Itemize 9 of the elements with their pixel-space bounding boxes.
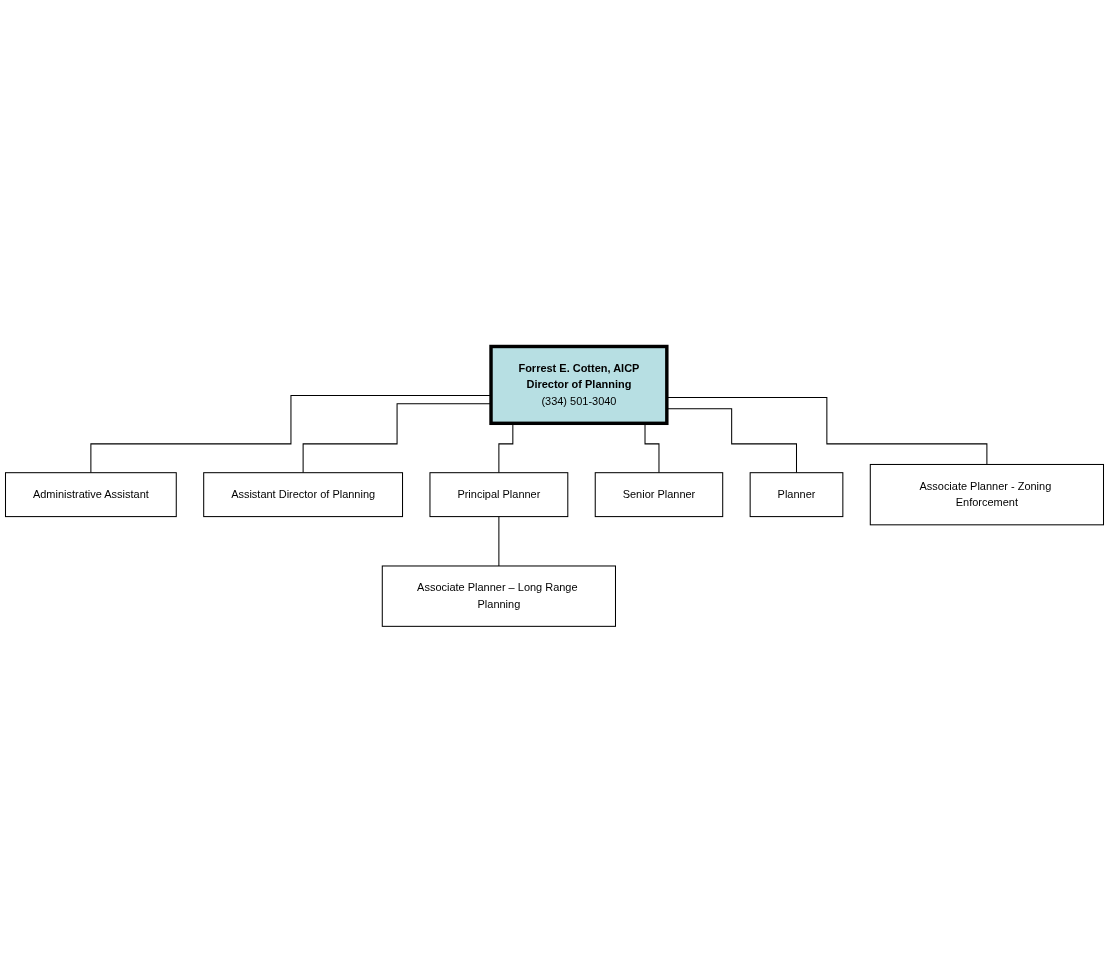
node-box: Senior Planner	[594, 471, 724, 517]
node-box: Forrest E. Cotten, AICP Director of Planning (334) 501-3040	[489, 344, 669, 425]
node-box: Associate Planner – Long Range Planning	[381, 565, 616, 627]
node-box: Principal Planner	[429, 471, 569, 517]
connector	[498, 515, 500, 567]
node-box: Planner	[749, 471, 844, 517]
node-box: Administrative Assistant	[5, 471, 177, 517]
node-box: Assistant Director of Planning	[203, 471, 404, 517]
node-box: Associate Planner - Zoning Enforcement	[869, 463, 1104, 525]
